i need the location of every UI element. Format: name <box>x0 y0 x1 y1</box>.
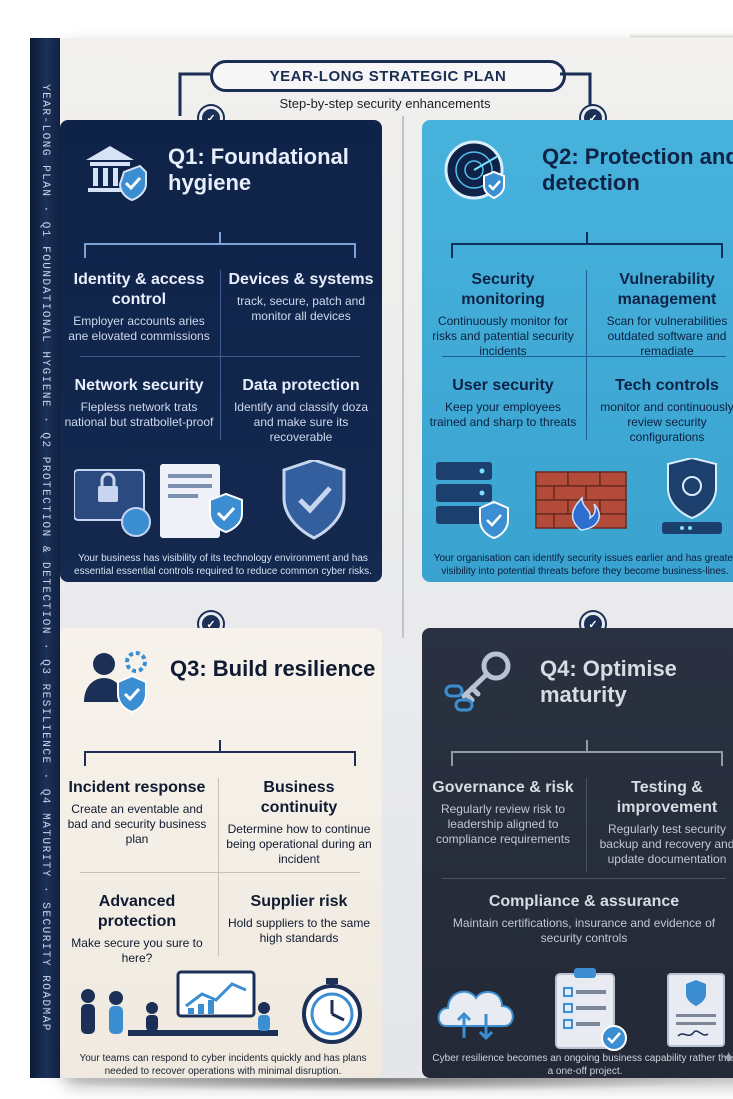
section-tech-controls: Tech controls monitor and continuously r… <box>600 377 733 444</box>
bank-shield-icon <box>86 146 147 202</box>
section-devices-systems: Devices & systems track, secure, patch a… <box>228 271 374 323</box>
section-tree <box>84 740 356 766</box>
sparkle-icon: ✦ <box>722 1050 733 1067</box>
section-compliance-assurance: Compliance & assurance Maintain certific… <box>452 893 716 945</box>
section-tree <box>451 740 723 766</box>
radar-shield-icon <box>444 140 505 200</box>
quarter-card-q1: Q1: Foundational hygiene Identity & acce… <box>60 120 382 582</box>
section-security-monitoring: Security monitoring Continuously monitor… <box>432 271 574 358</box>
quarter-summary: Your teams can respond to cyber incident… <box>79 1053 367 1077</box>
book-cover: YEAR-LONG STRATEGIC PLAN Step-by-step se… <box>60 38 733 1078</box>
cloud-checklist-illustration <box>437 968 725 1051</box>
section-tree <box>84 232 356 258</box>
quarter-title: Q2: Protection and detection <box>542 144 733 195</box>
devices-illustration <box>74 460 346 540</box>
quarter-card-q4: Q4: Optimise maturity Governance & risk … <box>422 628 733 1078</box>
book: YEAR-LONG PLAN · Q1 FOUNDATIONAL HYGIENE… <box>30 28 733 1080</box>
quarter-card-q3: Q3: Build resilience Incident response C… <box>60 628 382 1078</box>
section-user-security: User security Keep your employees traine… <box>429 377 577 429</box>
section-business-continuity: Business continuity Determine how to con… <box>226 779 372 866</box>
roadmap-connector <box>178 72 592 638</box>
section-advanced-protection: Advanced protection Make secure you sure… <box>71 893 203 965</box>
quarter-title: Q3: Build resilience <box>170 656 376 681</box>
book-spine: YEAR-LONG PLAN · Q1 FOUNDATIONAL HYGIENE… <box>30 38 60 1078</box>
section-identity-access: Identity & access control Employer accou… <box>68 271 210 343</box>
section-incident-response: Incident response Create an eventable an… <box>67 779 207 846</box>
quarter-summary: Your organisation can identify security … <box>433 553 733 577</box>
spine-text: YEAR-LONG PLAN · Q1 FOUNDATIONAL HYGIENE… <box>39 84 51 1032</box>
quarter-summary: Cyber resilience becomes an ongoing busi… <box>432 1053 733 1077</box>
section-network-security: Network security Flepless network trats … <box>64 377 214 429</box>
section-testing-improvement: Testing & improvement Regularly test sec… <box>599 779 733 866</box>
page-title: YEAR-LONG STRATEGIC PLAN <box>210 60 566 92</box>
section-vulnerability-management: Vulnerability management Scan for vulner… <box>606 271 728 358</box>
quarter-card-q2: Q2: Protection and detection Security mo… <box>422 120 733 582</box>
person-gear-shield-icon <box>84 651 147 714</box>
server-firewall-illustration <box>436 458 722 540</box>
quarter-title: Q1: Foundational hygiene <box>168 144 349 195</box>
section-governance-risk: Governance & risk Regularly review risk … <box>432 779 574 846</box>
key-chain-icon <box>444 651 511 712</box>
quarter-summary: Your business has visibility of its tech… <box>74 553 372 577</box>
section-tree <box>451 232 723 258</box>
page-subtitle: Step-by-step security enhancements <box>279 96 491 111</box>
team-meeting-illustration <box>81 970 362 1044</box>
section-supplier-risk: Supplier risk Hold suppliers to the same… <box>227 893 371 945</box>
quarter-title: Q4: Optimise maturity <box>540 656 677 707</box>
section-data-protection: Data protection Identify and classify do… <box>233 377 369 444</box>
